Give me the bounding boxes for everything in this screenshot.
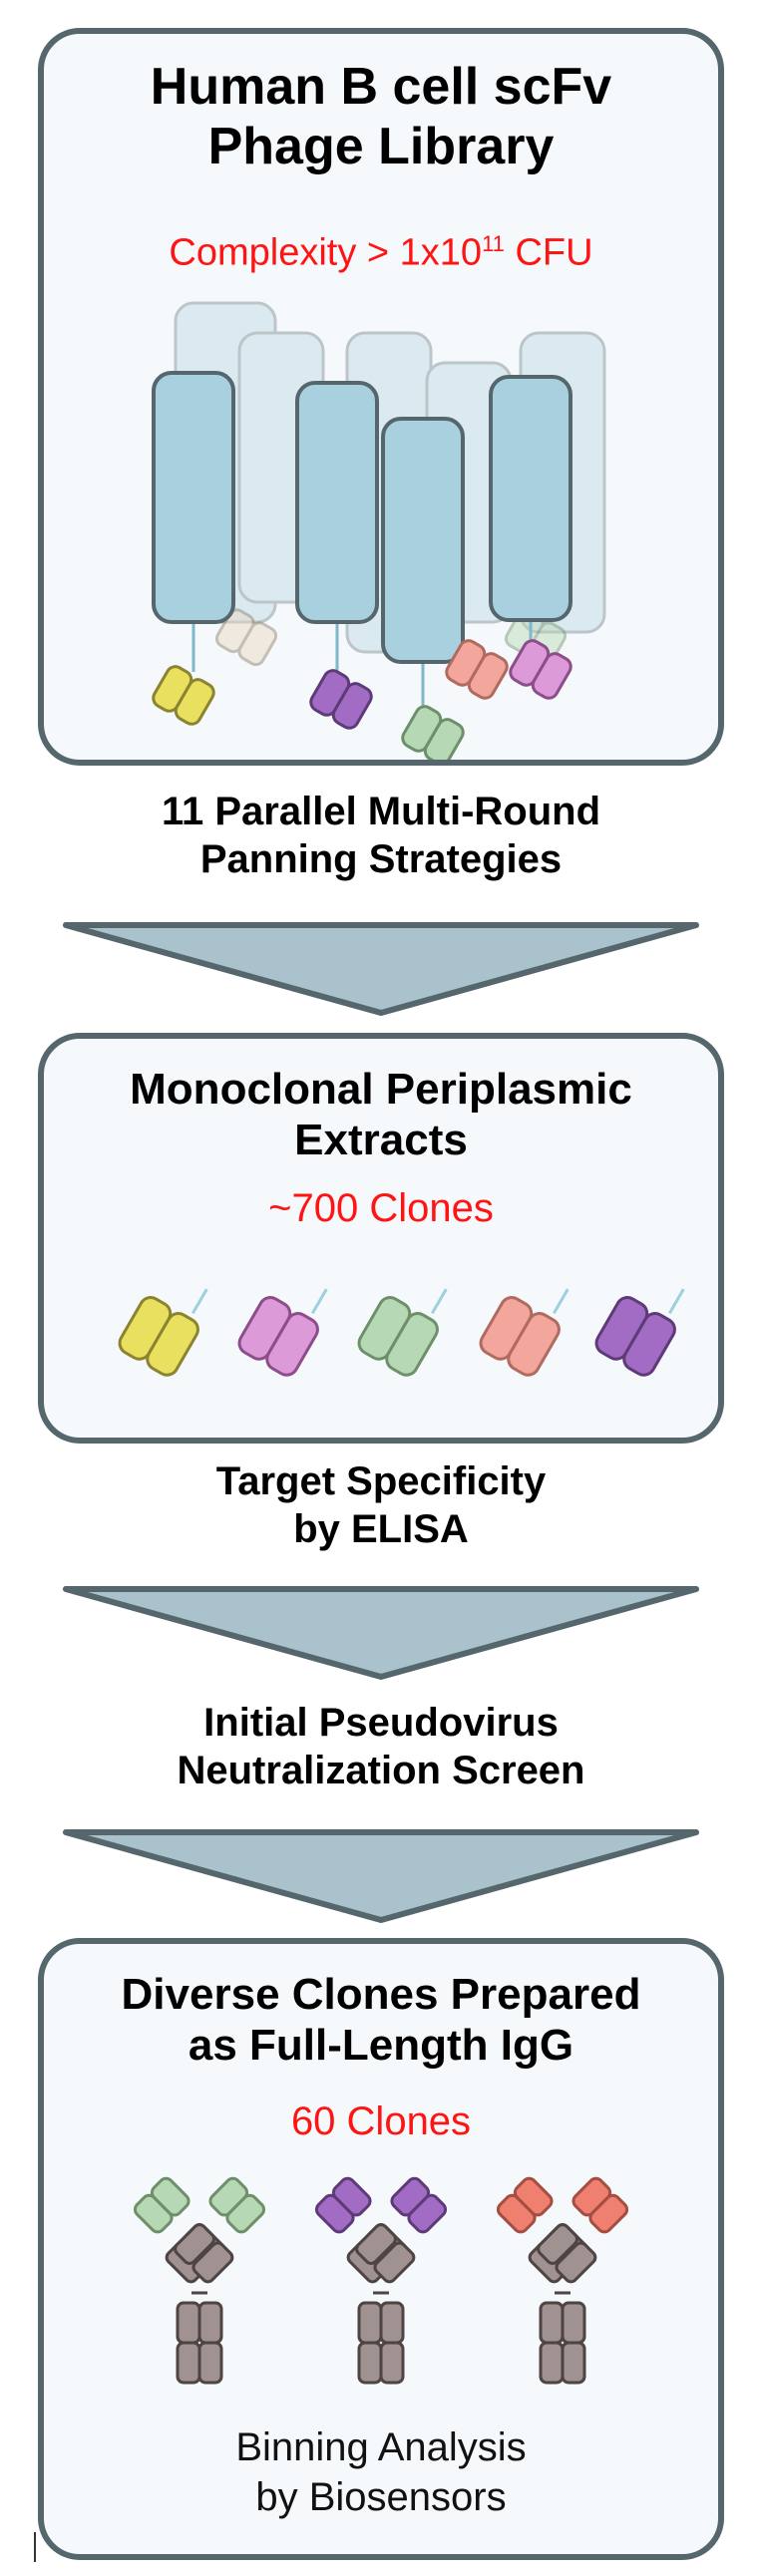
igg-purple <box>314 2176 448 2385</box>
igg-title: Diverse Clones Prepared as Full-Length I… <box>44 1970 718 2071</box>
extracts-title-line1: Monoclonal Periplasmic <box>130 1065 632 1114</box>
igg-illustration <box>133 2176 629 2385</box>
igg-title-line2: as Full-Length IgG <box>188 2020 574 2070</box>
scfv-magenta <box>237 1288 328 1377</box>
elisa-line2: by ELISA <box>293 1507 469 1551</box>
library-complexity: Complexity > 1x1011 CFU <box>44 231 718 275</box>
displayed-scfvs <box>152 639 572 760</box>
neutralization-arrow <box>63 1829 699 1923</box>
panning-line2: Panning Strategies <box>199 837 563 881</box>
scfv-purple <box>594 1288 685 1377</box>
extract-scfvs <box>118 1288 685 1377</box>
library-title-line2: Phage Library <box>207 117 555 175</box>
phage-particle <box>295 381 379 624</box>
extracts-clone-count: ~700 Clones <box>268 1186 494 1230</box>
extracts-illustration <box>118 1288 685 1377</box>
elisa-arrow <box>63 1586 699 1680</box>
foreground-phages <box>152 371 572 712</box>
scfv-pink <box>479 1288 570 1377</box>
panning-arrow <box>63 922 699 1016</box>
igg-clone-count: 60 Clones <box>290 2099 472 2143</box>
scfv-yellow <box>118 1288 208 1377</box>
igg-panel: Diverse Clones Prepared as Full-Length I… <box>38 1938 724 2560</box>
complexity-suffix: CFU <box>504 231 593 274</box>
neutralization-line2: Neutralization Screen <box>177 1749 585 1792</box>
elisa-arrow-shape <box>63 1586 699 1680</box>
panning-step-label: 11 Parallel Multi-Round Panning Strategi… <box>0 788 762 883</box>
igg-green <box>133 2176 266 2385</box>
complexity-prefix: Complexity > 1x10 <box>169 231 483 274</box>
library-title-line1: Human B cell scFv <box>150 58 612 116</box>
panning-arrow-shape <box>63 922 699 1016</box>
scfv-magenta <box>509 639 572 700</box>
library-panel: Human B cell scFv Phage Library Complexi… <box>38 28 724 766</box>
igg-binning-note: Binning Analysis by Biosensors <box>44 2422 718 2522</box>
igg-note-line1: Binning Analysis <box>235 2425 527 2469</box>
igg-title-line1: Diverse Clones Prepared <box>121 1970 641 2019</box>
corner-tick-mark <box>34 2532 36 2562</box>
neutralization-step-label: Initial Pseudovirus Neutralization Scree… <box>0 1699 762 1794</box>
complexity-exponent: 11 <box>482 231 505 256</box>
phage-particle <box>381 417 465 664</box>
scfv-green <box>401 705 465 760</box>
neutralization-line1: Initial Pseudovirus <box>203 1701 559 1745</box>
extracts-title-line2: Extracts <box>294 1115 468 1164</box>
extracts-title: Monoclonal Periplasmic Extracts <box>44 1065 718 1165</box>
neutralization-arrow-shape <box>63 1829 699 1923</box>
igg-red <box>496 2176 629 2385</box>
scfv-yellow <box>152 665 215 726</box>
library-title: Human B cell scFv Phage Library <box>44 58 718 177</box>
scfv-tan <box>214 608 278 667</box>
panning-line1: 11 Parallel Multi-Round <box>161 790 601 833</box>
scfv-purple <box>309 669 373 730</box>
igg-note-line2: by Biosensors <box>255 2475 507 2519</box>
phage-library-illustration <box>152 301 606 760</box>
elisa-step-label: Target Specificity by ELISA <box>0 1457 762 1553</box>
elisa-line1: Target Specificity <box>215 1459 547 1503</box>
scfv-pink <box>445 639 509 700</box>
phage-particle <box>152 371 235 624</box>
phage-particle <box>489 375 572 622</box>
extracts-panel: Monoclonal Periplasmic Extracts ~700 Clo… <box>38 1033 724 1444</box>
scfv-green <box>357 1288 448 1377</box>
